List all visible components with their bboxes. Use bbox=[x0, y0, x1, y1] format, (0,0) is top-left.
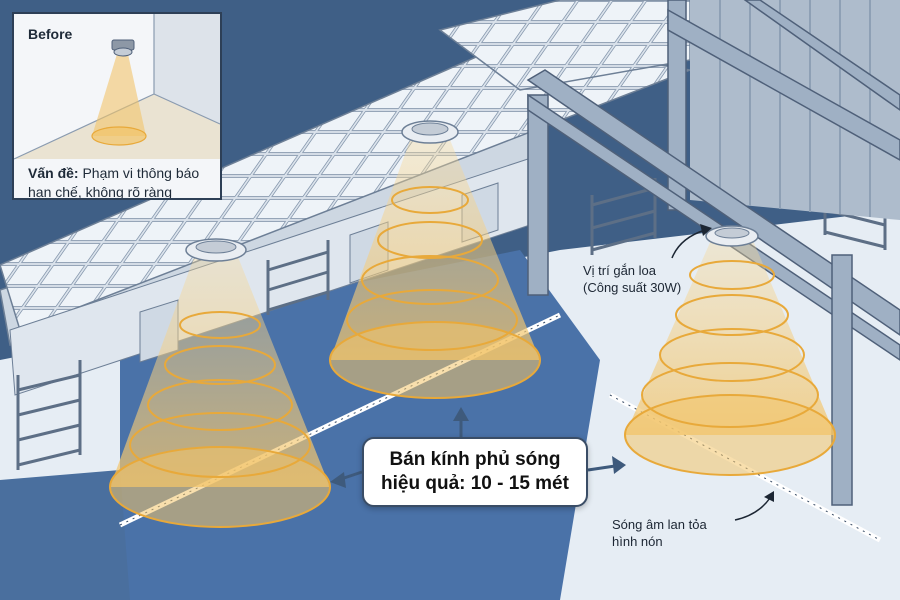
wave-pointer-arrow bbox=[734, 497, 771, 521]
callout-line-2: hiệu quả: 10 - 15 mét bbox=[381, 473, 569, 494]
coverage-radius-callout: Bán kính phủ sóng hiệu quả: 10 - 15 mét bbox=[362, 437, 588, 507]
wave-pointer-head bbox=[764, 491, 774, 502]
sound-cone-right bbox=[624, 238, 836, 476]
sound-cone-middle bbox=[329, 135, 541, 399]
callout-line-1: Bán kính phủ sóng bbox=[389, 449, 561, 470]
storage-rack-left bbox=[16, 360, 82, 470]
speaker-mount-line-1: Vị trí gắn loa bbox=[583, 263, 656, 278]
blue-floor-edge bbox=[0, 470, 130, 600]
storage-rack-middle bbox=[266, 240, 330, 315]
sound-cone-line-2: hình nón bbox=[612, 534, 663, 549]
sound-cone-label: Sóng âm lan tỏa hình nón bbox=[612, 516, 772, 550]
speaker-left bbox=[185, 238, 247, 262]
speaker-mount-line-2: (Công suất 30W) bbox=[583, 280, 682, 295]
steel-frame bbox=[526, 0, 900, 506]
speaker-middle bbox=[401, 120, 459, 144]
problem-text: Phạm vi thông báo hạn chế, không rõ ràng bbox=[28, 165, 200, 200]
sound-cone-left bbox=[109, 252, 331, 528]
mount-pointer-head bbox=[700, 224, 712, 236]
before-title: Before bbox=[28, 26, 73, 42]
before-speaker-icon bbox=[111, 39, 135, 57]
speaker-right bbox=[705, 225, 759, 247]
before-inset-panel: Before Vấn đề: Phạm vi thông báo hạn chế… bbox=[12, 12, 222, 200]
radius-arrows bbox=[330, 407, 626, 488]
speaker-mount-label: Vị trí gắn loa (Công suất 30W) bbox=[583, 262, 733, 296]
before-illustration bbox=[14, 14, 220, 198]
sound-cone-line-1: Sóng âm lan tỏa bbox=[612, 517, 707, 532]
mount-pointer-arrow bbox=[671, 229, 706, 259]
before-caption: Vấn đề: Phạm vi thông báo hạn chế, không… bbox=[28, 164, 218, 200]
problem-label: Vấn đề: bbox=[28, 165, 79, 181]
before-sound-cone bbox=[92, 54, 146, 136]
